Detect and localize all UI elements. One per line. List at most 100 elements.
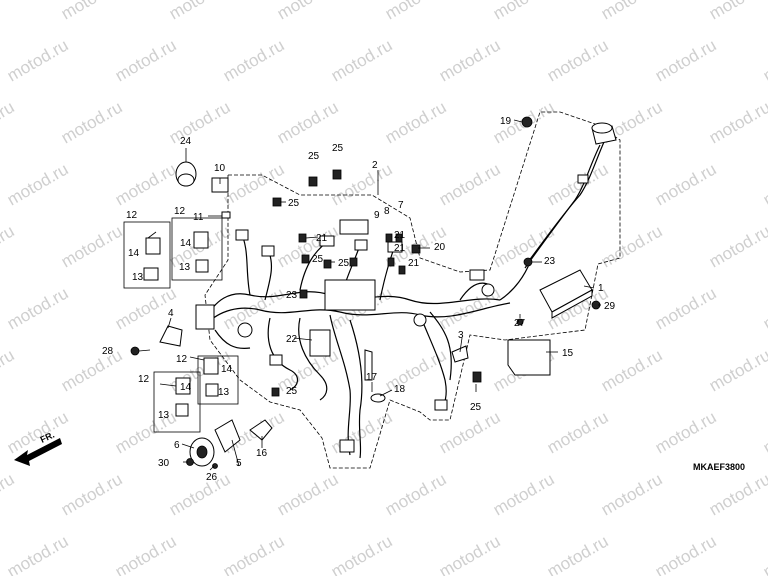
callout-17: 17 <box>366 372 378 383</box>
watermark-text: motod.ru <box>436 531 504 576</box>
watermark-text: motod.ru <box>0 469 18 519</box>
connector-a <box>235 229 249 241</box>
callout-23a: 23 <box>544 256 556 267</box>
callout-10: 10 <box>214 163 226 174</box>
watermark-text: motod.ru <box>220 531 288 576</box>
part-16-bracket <box>249 419 273 441</box>
callout-14a: 14 <box>128 248 140 259</box>
watermark-text: motod.ru <box>166 0 234 23</box>
callout-2: 2 <box>372 160 378 171</box>
watermark-text: motod.ru <box>652 531 720 576</box>
callout-14b: 14 <box>180 238 192 249</box>
relay-group-boxes <box>123 217 239 433</box>
watermark-text: motod.ru <box>652 283 720 333</box>
watermark-text: motod.ru <box>112 407 180 457</box>
watermark-text: motod.ru <box>0 345 18 395</box>
watermark-text: motod.ru <box>598 221 666 271</box>
watermark-text: motod.ru <box>382 97 450 147</box>
callout-6: 6 <box>174 440 180 451</box>
watermark-text: motod.ru <box>274 97 342 147</box>
callout-9: 9 <box>374 210 380 221</box>
callout-11: 11 <box>193 212 204 223</box>
part-24-band <box>175 161 197 187</box>
watermark-text: motod.ru <box>490 0 558 23</box>
connector-j <box>577 174 589 184</box>
watermark-text: motod.ru <box>598 0 666 23</box>
callout-12b: 12 <box>174 206 186 217</box>
diagram-code: MKAEF3800 <box>693 462 745 472</box>
connector-i <box>469 269 485 281</box>
callout-30: 30 <box>158 458 170 469</box>
connector-k <box>195 304 215 330</box>
callout-21a: 21 <box>316 233 328 244</box>
grommet-c <box>481 283 495 297</box>
watermark-text: motod.ru <box>544 531 612 576</box>
callout-labels: 1 2 3 4 5 6 7 8 9 10 11 12 12 12 12 13 1… <box>102 116 616 483</box>
watermark-text: motod.ru <box>706 221 768 271</box>
callout-27: 27 <box>514 318 526 329</box>
watermark-text: motod.ru <box>4 159 72 209</box>
callout-13d: 13 <box>158 410 170 421</box>
grommet-a <box>237 322 253 338</box>
front-arrow-icon <box>14 438 62 466</box>
connector-c <box>319 235 335 247</box>
watermark-text: motod.ru <box>436 159 504 209</box>
watermark-text: motod.ru <box>436 35 504 85</box>
part-1-ecu <box>539 269 601 319</box>
watermark-text: motod.ru <box>4 35 72 85</box>
callout-14c: 14 <box>221 364 233 375</box>
callout-26: 26 <box>206 472 218 483</box>
callout-25f: 25 <box>286 386 298 397</box>
harness-connectors <box>195 174 589 453</box>
watermark-text: motod.ru <box>760 159 768 209</box>
callout-25b: 25 <box>332 143 344 154</box>
relay-block <box>339 219 369 235</box>
callout-25d: 25 <box>312 254 324 265</box>
fuse-box <box>324 279 376 311</box>
callout-16: 16 <box>256 448 268 459</box>
watermark-text: motod.ru <box>274 469 342 519</box>
callout-25a: 25 <box>308 151 320 162</box>
callout-23b: 23 <box>286 290 298 301</box>
watermark-text: motod.ru <box>706 345 768 395</box>
watermark-text: motod.ru <box>4 283 72 333</box>
watermark-text: motod.ru <box>58 221 126 271</box>
callout-13a: 13 <box>132 272 144 283</box>
connector-h <box>434 399 448 411</box>
watermark-text: motod.ru <box>760 283 768 333</box>
grommet-b <box>413 313 427 327</box>
callout-3: 3 <box>458 330 464 341</box>
watermark-text: motod.ru <box>598 469 666 519</box>
watermark-text: motod.ru <box>706 469 768 519</box>
watermark-text: motod.ru <box>544 35 612 85</box>
watermark-text: motod.ru <box>274 345 342 395</box>
callout-21d: 21 <box>408 258 420 269</box>
harness-boundary <box>204 111 621 469</box>
watermark-text: motod.ru <box>328 531 396 576</box>
callout-15: 15 <box>562 348 574 359</box>
watermark-text: motod.ru <box>706 0 768 23</box>
watermark-text: motod.ru <box>760 35 768 85</box>
watermark-text: motod.ru <box>328 159 396 209</box>
watermark-text: motod.ru <box>112 531 180 576</box>
watermark-text: motod.ru <box>0 221 18 271</box>
watermark-text: motod.ru <box>58 0 126 23</box>
watermark-text: motod.ru <box>544 159 612 209</box>
connector-22 <box>309 329 331 357</box>
callout-22: 22 <box>286 334 298 345</box>
watermark-text: motod.ru <box>58 97 126 147</box>
callout-18: 18 <box>394 384 406 395</box>
watermark-text: motod.ru <box>382 469 450 519</box>
callout-25c: 25 <box>288 198 300 209</box>
watermark-text: motod.ru <box>652 159 720 209</box>
connector-g <box>339 439 355 453</box>
callout-13c: 13 <box>218 387 230 398</box>
callout-24: 24 <box>180 136 192 147</box>
callout-20: 20 <box>434 242 446 253</box>
callout-8: 8 <box>384 206 390 217</box>
watermark-text: motod.ru <box>652 407 720 457</box>
watermark-text: motod.ru <box>598 345 666 395</box>
callout-5: 5 <box>236 458 242 469</box>
